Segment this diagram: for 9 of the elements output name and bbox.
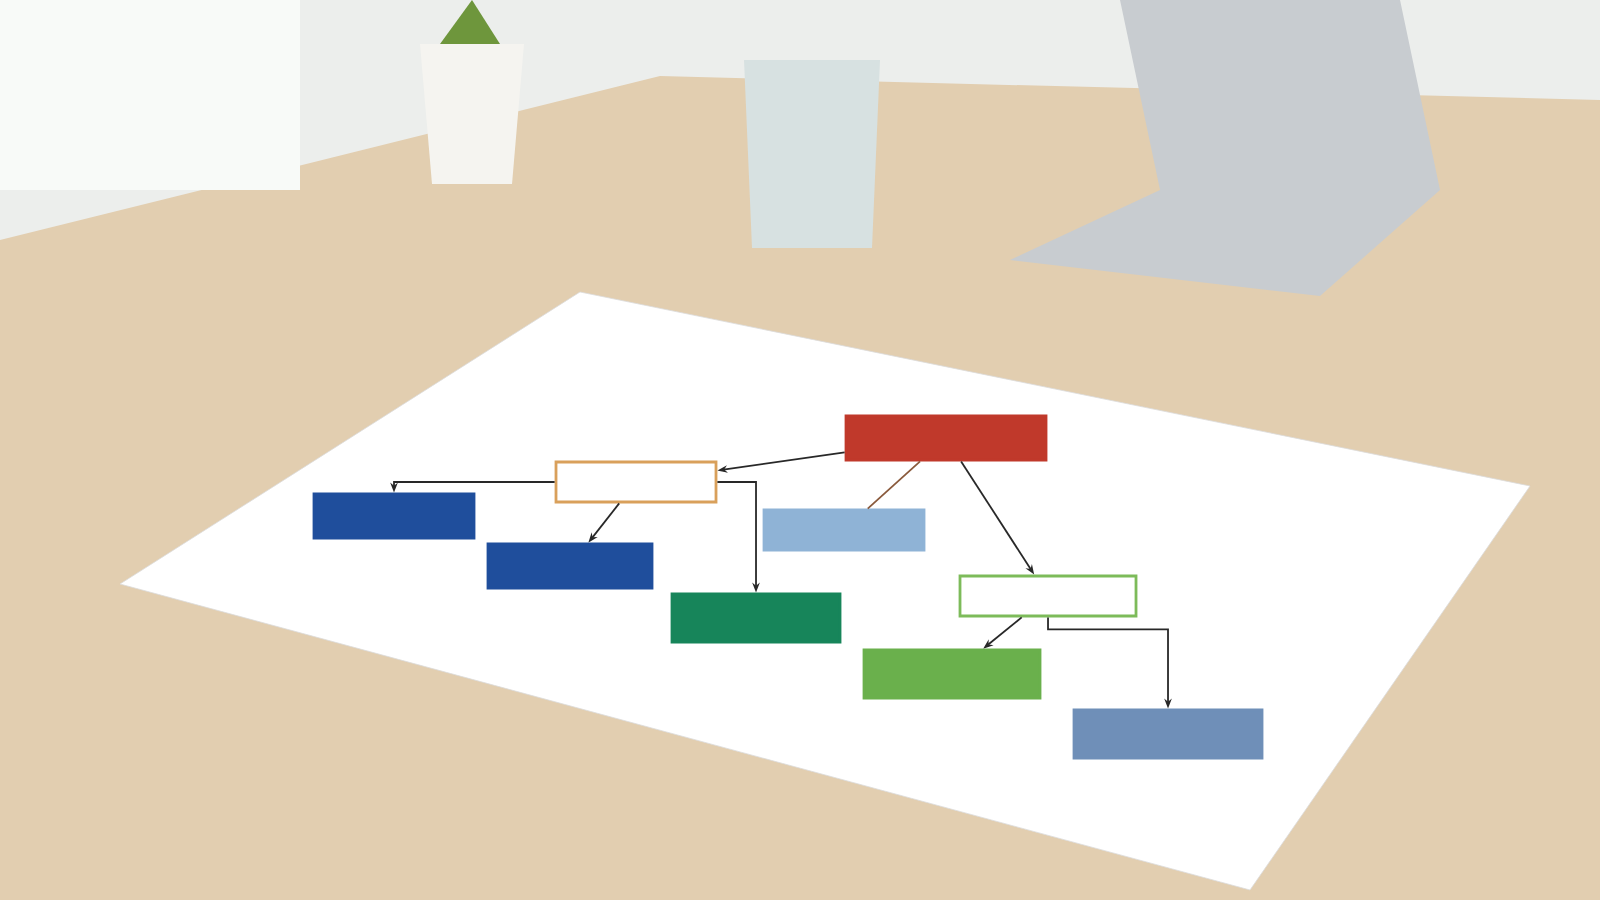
process-box <box>762 508 926 552</box>
process-box <box>844 414 1048 462</box>
process-box <box>554 460 718 504</box>
process-box <box>312 492 476 540</box>
process-box <box>670 592 842 644</box>
process-box <box>958 574 1138 618</box>
process-box <box>862 648 1042 700</box>
process-box <box>486 542 654 590</box>
process-box <box>1072 708 1264 760</box>
